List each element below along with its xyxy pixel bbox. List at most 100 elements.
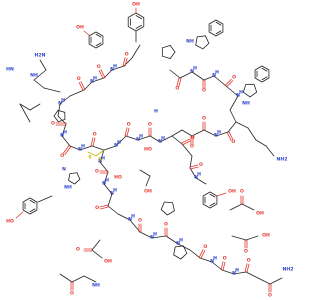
- backbone-bottom: [139, 231, 153, 239]
- amide-h-5: H: [117, 140, 121, 146]
- backbone-right-loop: [191, 129, 205, 137]
- backbone-bottom: [151, 235, 167, 239]
- terminal-oxygen: O: [268, 293, 272, 299]
- carbonyl-oxygen-3: O: [51, 121, 55, 127]
- backbone-left: [61, 123, 67, 137]
- amide-n-15: N: [210, 259, 214, 265]
- lysine-chain: [247, 127, 257, 141]
- proline-ring-bottom: [173, 245, 188, 260]
- backbone-bottom: [165, 235, 179, 245]
- aspartate-chain: [91, 239, 101, 251]
- guanidine-nh: NH: [30, 73, 38, 79]
- carbonyl-oxygen-20: O: [231, 139, 235, 145]
- amide-n-19: N: [236, 93, 240, 99]
- amide-h-12: H: [131, 214, 135, 220]
- threonine-oh: HO: [144, 147, 152, 153]
- backbone-tail: [245, 271, 259, 279]
- arginine-chain: [33, 69, 47, 81]
- backbone-right-loop: [215, 131, 229, 137]
- amide-n-14: N: [176, 241, 180, 247]
- backbone-upper-right: [229, 109, 237, 123]
- proline-ring-top: [161, 44, 176, 60]
- imidazole-ring: [68, 172, 81, 185]
- guanidine-h2n: H2N: [35, 53, 46, 59]
- amide-h-11: H: [113, 188, 117, 194]
- carbonyl-double-bond: [80, 81, 86, 90]
- carbonyl-double-bond: [189, 166, 199, 170]
- backbone-top: [111, 65, 125, 71]
- amide-n-17: N: [190, 69, 194, 75]
- amide-n-13: N: [150, 235, 154, 241]
- aromatic-bond: [209, 193, 216, 198]
- proline-ring-left: [53, 109, 66, 123]
- backbone-tail: [211, 261, 223, 271]
- amide-n-5: N: [114, 143, 118, 149]
- aromatic-bond: [135, 24, 143, 29]
- amide-n-9: N: [98, 159, 102, 165]
- tyrosine-ring-lower: [22, 197, 38, 215]
- glutamate-chain-1: [229, 203, 243, 211]
- backbone-mid: [125, 135, 139, 141]
- backbone-upper-right: [169, 69, 181, 79]
- amide-h-8: H: [197, 172, 201, 178]
- hydroxyl-label: OH: [132, 2, 140, 8]
- carbonyl-oxygen-18: O: [202, 88, 206, 94]
- acid-o-3: O: [76, 247, 80, 253]
- aromatic-bond: [261, 76, 268, 81]
- acetyl-nh: NH: [92, 283, 100, 289]
- backbone-top: [103, 69, 113, 79]
- aromatic-bond: [95, 33, 102, 38]
- amide-n-20: N: [214, 133, 218, 139]
- amide-h-6: H: [139, 134, 143, 140]
- acetyl-chain: [59, 273, 73, 283]
- carbonyl-double-bond: [200, 250, 206, 259]
- acid-oh-1: OH: [256, 211, 264, 217]
- leucine-chain: [19, 103, 31, 111]
- backbone-lower-left: [107, 205, 119, 215]
- carbonyl-double-bond: [244, 263, 248, 273]
- acid-oh-2: OH: [262, 233, 270, 239]
- carbonyl-oxygen-22: O: [190, 144, 194, 150]
- aromatic-bond: [261, 67, 268, 72]
- backbone-lower-left: [103, 183, 113, 195]
- backbone-right: [171, 135, 183, 145]
- lysine-amine-label: NH2: [277, 157, 288, 163]
- acetyl-chain: [71, 275, 85, 283]
- amide-h-2: H: [61, 98, 65, 104]
- carbonyl-double-bond: [226, 132, 232, 141]
- phenol-bond-left: [83, 30, 90, 36]
- carbonyl-double-bond: [224, 78, 232, 86]
- backbone-right-loop: [203, 129, 217, 137]
- backbone-upper-right: [213, 75, 227, 87]
- glutamate-chain-1: [241, 203, 255, 211]
- amide-h-20: H: [217, 130, 221, 136]
- carbonyl-oxygen-9: O: [199, 162, 203, 168]
- backbone-left: [69, 145, 81, 151]
- disulfide-bond: [87, 151, 97, 157]
- carbonyl-oxygen-7: O: [148, 122, 152, 128]
- amide-h-16: H: [235, 268, 239, 274]
- backbone-top: [131, 44, 141, 59]
- carbonyl-oxygen-21: O: [202, 116, 206, 122]
- aromatic-bond: [209, 202, 216, 207]
- carbonyl-oxygen-2: O: [77, 76, 81, 82]
- backbone-right-loop: [181, 129, 193, 137]
- indole-pyrrole-2: [242, 83, 258, 98]
- aromatic-bond: [29, 208, 36, 213]
- carbonyl-oxygen-12: O: [138, 218, 142, 224]
- backbone-left: [57, 103, 61, 117]
- carbonyl-oxygen-19: O: [232, 74, 236, 80]
- backbone-mid: [137, 135, 151, 141]
- amide-n-10: N: [102, 181, 106, 187]
- amide-h-14: H: [179, 238, 183, 244]
- terminal-amide-label: NH2: [283, 267, 294, 273]
- alpha-h: H: [154, 109, 158, 115]
- carbonyl-double-bond: [126, 127, 130, 137]
- backbone-top: [69, 89, 85, 97]
- carbonyl-double-bond: [198, 249, 204, 258]
- amide-n-16: N: [232, 271, 236, 277]
- amide-n-12: N: [128, 217, 132, 223]
- backbone-left: [91, 145, 105, 151]
- amide-h-10: H: [105, 178, 109, 184]
